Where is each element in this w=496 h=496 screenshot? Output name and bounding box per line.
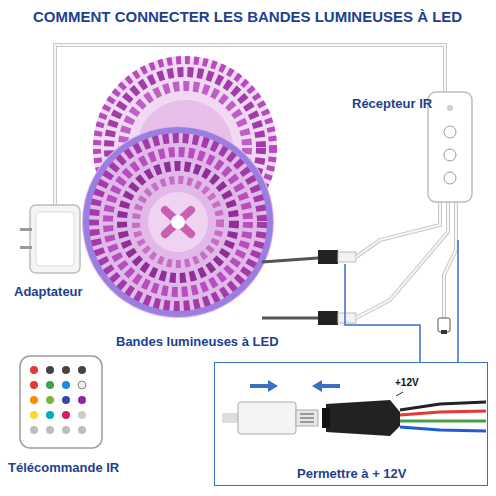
ir-remote-part <box>78 366 86 374</box>
ir-remote-part <box>30 426 38 434</box>
led-reel-part <box>108 152 248 292</box>
adapter-part <box>30 205 80 273</box>
led-reel-part <box>136 180 220 264</box>
ir-remote-part <box>62 411 70 419</box>
connector-detail-part <box>300 413 314 415</box>
connector-detail <box>222 400 486 436</box>
ir-remote-part <box>30 411 38 419</box>
direction-arrow-part <box>250 380 278 392</box>
callout-line-part <box>345 264 420 362</box>
connector-detail-part <box>400 420 486 423</box>
connector-detail-part <box>296 410 318 426</box>
strip-wire-part <box>262 317 318 320</box>
receiver-wire-part <box>444 200 456 318</box>
ir-remote-part <box>46 381 54 389</box>
connector-detail-part <box>400 402 486 410</box>
part-label: Télécommande IR <box>8 460 119 475</box>
ir-remote-part <box>62 426 70 434</box>
ir-receiver <box>428 92 472 202</box>
adapter-part <box>36 212 74 266</box>
led-reel-part <box>165 210 191 234</box>
receiver-wire-part <box>444 200 456 318</box>
ir-remote-part <box>62 381 70 389</box>
led-reel-part <box>82 126 274 318</box>
ir-receiver-part <box>447 105 453 111</box>
connector-detail-part <box>400 427 486 431</box>
ir-receiver-part <box>444 172 456 184</box>
caption-label: Permettre à + 12V <box>297 466 406 481</box>
receiver-wire-part <box>356 200 448 318</box>
ir-sensor-part <box>441 330 447 334</box>
ir-remote-part <box>30 366 38 374</box>
ir-remote-part <box>46 396 54 404</box>
ir-remote-part <box>78 381 86 389</box>
callout-line-part <box>457 240 459 362</box>
ir-remote-part <box>46 411 54 419</box>
plug-part <box>338 313 356 323</box>
led-reel-part <box>86 130 270 314</box>
inset-box: +12V Permettre à + 12V <box>214 362 488 486</box>
direction-arrow-part <box>312 380 340 392</box>
part-label: Récepteur IR <box>352 96 432 111</box>
ir-receiver-part <box>444 126 456 138</box>
led-reel <box>82 126 274 318</box>
ir-sensor <box>438 318 450 334</box>
ir-remote-part <box>20 356 102 448</box>
receiver-wire <box>356 200 456 318</box>
led-reel-part <box>148 192 208 252</box>
ir-remote-part <box>46 426 54 434</box>
part-label: Bandes lumineuses à LED <box>116 334 279 349</box>
adapter-part <box>20 228 32 231</box>
ir-remote-part <box>78 411 86 419</box>
led-reel-part <box>171 215 185 229</box>
connector-detail-part <box>238 402 296 434</box>
receiver-wire-part <box>356 200 440 257</box>
strip-wire-part <box>262 258 318 262</box>
callout-line <box>345 240 458 362</box>
ir-remote-part <box>46 366 54 374</box>
ir-remote-part <box>30 396 38 404</box>
part-label: Adaptateur <box>14 284 83 299</box>
adapter-part <box>20 246 32 249</box>
title: COMMENT CONNECTER LES BANDES LUMINEUSES … <box>33 8 462 25</box>
plug-part <box>338 252 356 262</box>
ir-remote-part <box>30 381 38 389</box>
receiver-wire-part <box>356 200 440 257</box>
plug <box>318 250 356 325</box>
plug-part <box>318 250 338 264</box>
connector-detail-part <box>326 400 400 436</box>
strip-wire <box>262 258 318 318</box>
ir-receiver-part <box>428 92 472 202</box>
ir-remote <box>20 356 102 448</box>
connector-detail-part <box>300 417 314 419</box>
direction-arrow <box>250 380 340 392</box>
receiver-wire-part <box>356 200 448 318</box>
led-reel-part <box>122 166 234 278</box>
connector-detail-part <box>222 413 240 423</box>
ir-remote-part <box>78 396 86 404</box>
adapter <box>20 205 80 273</box>
pin-label: +12V <box>395 377 419 388</box>
pin-pointer <box>396 392 403 396</box>
connector-detail-part <box>300 421 314 423</box>
connector-detail-part <box>322 408 330 428</box>
plug-part <box>318 311 338 325</box>
ir-remote-part <box>62 396 70 404</box>
ir-sensor-part <box>438 318 450 332</box>
ir-receiver-part <box>444 149 456 161</box>
connector-detail-part <box>400 411 486 415</box>
ir-remote-part <box>62 366 70 374</box>
ir-remote-part <box>78 426 86 434</box>
led-reel-part <box>94 138 262 306</box>
